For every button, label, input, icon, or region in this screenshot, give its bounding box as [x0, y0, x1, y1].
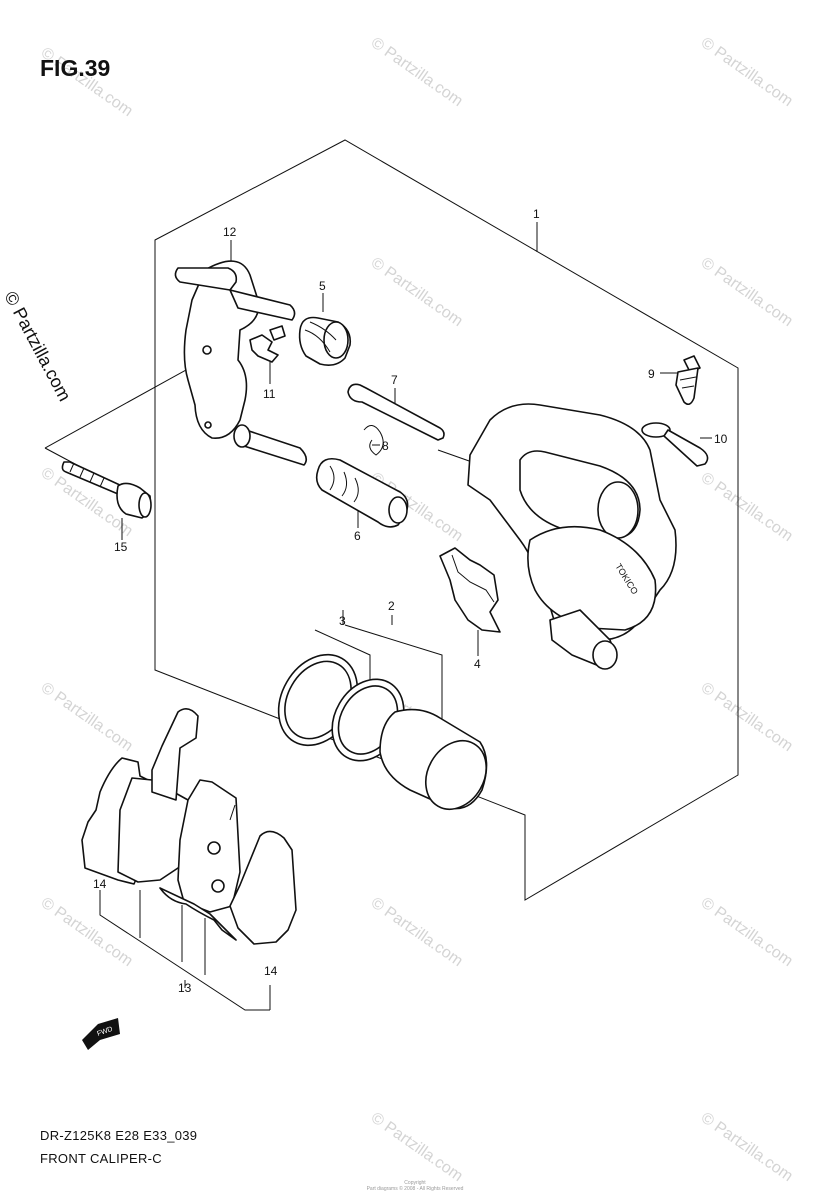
- copyright-line: Copyright: [404, 1180, 426, 1186]
- callout-12: 12: [223, 225, 237, 239]
- bleeder-cap-10: [641, 422, 709, 467]
- pad-retainer-4: [439, 547, 501, 633]
- watermark: © Partzilla.com: [368, 1109, 466, 1185]
- watermark: © Partzilla.com: [38, 894, 136, 970]
- boot-5: [298, 316, 352, 366]
- watermark: © Partzilla.com: [368, 254, 466, 330]
- callout-15: 15: [114, 540, 128, 554]
- callout-13: 13: [178, 981, 192, 995]
- slide-pin-6: [315, 457, 409, 528]
- callout-3: 3: [339, 614, 346, 628]
- figure-caption: FRONT CALIPER-C: [40, 1151, 162, 1166]
- callout-14-left: 14: [93, 877, 107, 891]
- bleeder-screw-9: [675, 355, 701, 406]
- assembly-outline: [154, 139, 739, 901]
- callout-2: 2: [388, 599, 395, 613]
- watermark: © Partzilla.com: [698, 679, 796, 755]
- watermark: © Partzilla.com: [368, 894, 466, 970]
- callout-11: 11: [263, 387, 276, 401]
- callout-14-right: 14: [264, 964, 278, 978]
- callout-1: 1: [533, 207, 540, 221]
- callout-10: 10: [714, 432, 728, 446]
- watermark: © Partzilla.com: [698, 254, 796, 330]
- watermark: © Partzilla.com: [698, 1109, 796, 1185]
- watermark: © Partzilla.com: [368, 34, 466, 110]
- caliper-bracket: [174, 260, 308, 466]
- watermark: © Partzilla.com: [38, 679, 136, 755]
- copyright-notice: Copyright Part diagrams © 2008 - All Rig…: [330, 1180, 500, 1192]
- watermark: © Partzilla.com: [698, 894, 796, 970]
- callout-4: 4: [474, 657, 481, 671]
- callout-numbers: 1 2 3 4 5 6 7 8 9 10 11 12 13 14 14 15: [93, 207, 728, 995]
- callout-7: 7: [391, 373, 398, 387]
- watermark-grid: © Partzilla.com © Partzilla.com © Partzi…: [38, 34, 796, 1185]
- model-code: DR-Z125K8 E28 E33_039: [40, 1128, 198, 1143]
- clip-8: [363, 425, 384, 456]
- brake-pads: [81, 708, 297, 945]
- callout-9: 9: [648, 367, 655, 381]
- figure-title: FIG.39: [40, 55, 111, 81]
- callout-6: 6: [354, 529, 361, 543]
- pin-bolt-7: [347, 383, 445, 441]
- mounting-bolt-15: [61, 461, 152, 519]
- pad-spring: [249, 325, 286, 363]
- caliper-body: TOKICO: [467, 403, 677, 670]
- copyright-line: Part diagrams © 2008 - All Rights Reserv…: [366, 1186, 464, 1192]
- callout-5: 5: [319, 279, 326, 293]
- watermark: © Partzilla.com: [698, 34, 796, 110]
- callout-8: 8: [382, 439, 389, 453]
- fwd-arrow-icon: FWD: [82, 1018, 120, 1050]
- watermark: © Partzilla.com: [698, 469, 796, 545]
- piston-2: [331, 678, 488, 810]
